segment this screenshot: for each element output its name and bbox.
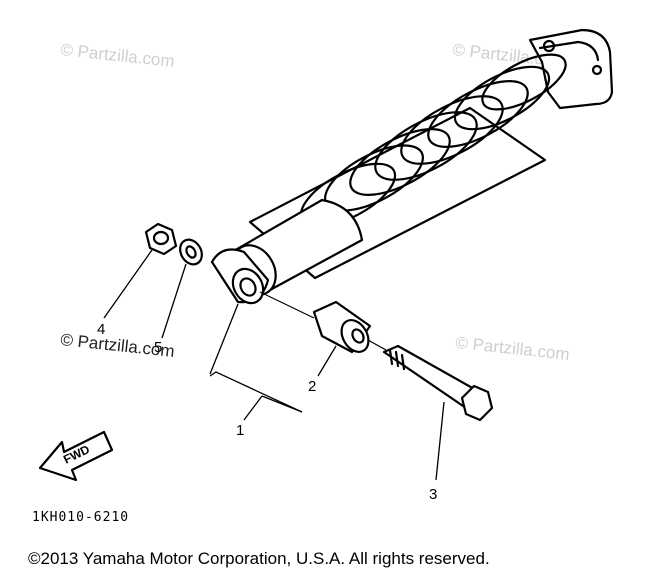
alignment-lines: [259, 291, 387, 351]
bolt-drawing: [382, 344, 494, 422]
nut-drawing: [144, 222, 178, 256]
watermark-top-left: © Partzilla.com: [60, 40, 176, 71]
callout-2: 2: [308, 378, 316, 395]
shock-absorber-drawing: [210, 28, 614, 305]
callout-4: 4: [97, 321, 105, 338]
callout-5: 5: [154, 339, 162, 356]
diagram-code: 1KH010-6210: [32, 510, 129, 525]
leader-lines: [103, 249, 445, 481]
callout-1: 1: [236, 422, 244, 439]
bushing-drawing: [312, 300, 372, 354]
fwd-direction-arrow: FWD: [38, 430, 114, 482]
washer-drawing: [179, 238, 203, 266]
copyright-text: ©2013 Yamaha Motor Corporation, U.S.A. A…: [28, 549, 490, 568]
callout-3: 3: [429, 486, 437, 503]
watermark-mid-right: © Partzilla.com: [455, 333, 571, 364]
